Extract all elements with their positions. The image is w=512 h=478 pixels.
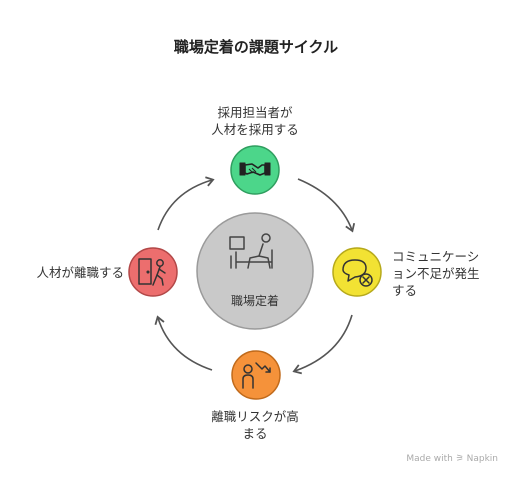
person-at-desk-icon <box>229 233 273 269</box>
node-leave-label: 人材が離職する <box>36 265 124 280</box>
arrow-right-to-bottom <box>292 314 353 375</box>
node-communication-label: コミュニケーシ ョン不足が発生 する <box>392 249 480 298</box>
node-hire-label: 採用担当者が 人材を採用する <box>211 105 299 137</box>
arrow-left-to-top <box>157 176 215 231</box>
node-risk-label: 離職リスクが高 まる <box>211 409 299 441</box>
node-leave-circle <box>128 247 178 297</box>
made-with-napkin-watermark: Made with ⚞ Napkin <box>406 454 498 464</box>
person-decline-icon <box>242 362 271 389</box>
diagram-title: 職場定着の課題サイクル <box>173 38 339 56</box>
node-hire-circle <box>230 145 280 195</box>
node-communication-circle <box>332 247 382 297</box>
center-circle <box>196 212 314 330</box>
person-exit-door-icon <box>138 258 166 286</box>
speech-bubble-x-icon <box>342 259 373 287</box>
center-label: 職場定着 <box>230 294 279 308</box>
arrow-top-to-right <box>297 178 356 233</box>
handshake-icon <box>239 162 271 176</box>
node-risk-circle <box>231 350 281 400</box>
arrow-bottom-to-left <box>154 315 213 371</box>
